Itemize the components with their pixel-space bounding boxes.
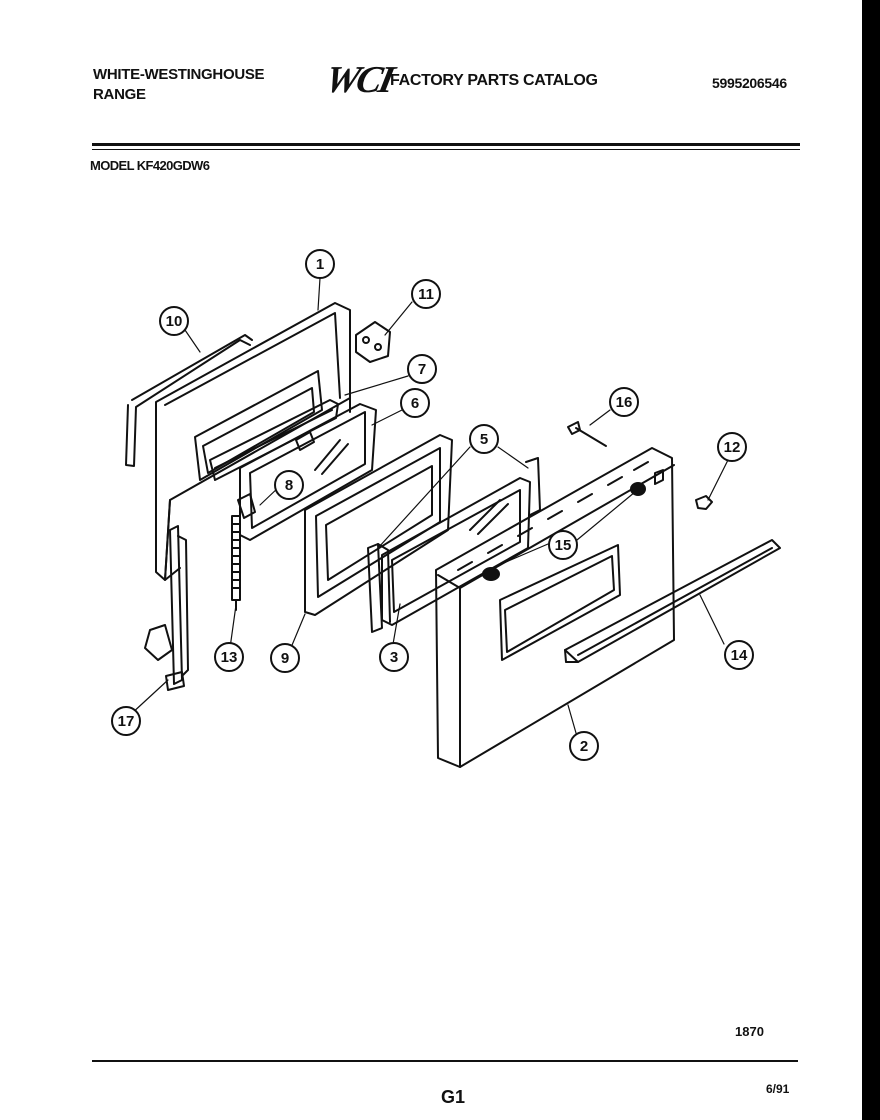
callout-12: 12 [717, 432, 747, 462]
callout-2: 2 [569, 731, 599, 761]
callout-15: 15 [548, 530, 578, 560]
svg-text:3: 3 [390, 649, 398, 666]
catalog-title: FACTORY PARTS CATALOG [390, 72, 598, 89]
part-door-hinge [144, 525, 189, 691]
part-screw [567, 421, 607, 447]
svg-text:8: 8 [285, 477, 293, 494]
callout-1: 1 [305, 249, 335, 279]
header-rule [92, 143, 800, 146]
part-door-clip [237, 431, 315, 519]
svg-text:9: 9 [281, 650, 289, 667]
product-type: RANGE [93, 86, 146, 103]
callout-3: 3 [379, 642, 409, 672]
part-door-spring [231, 515, 241, 611]
callout-10: 10 [159, 306, 189, 336]
part-inner-window-glass [239, 403, 377, 541]
svg-text:17: 17 [118, 713, 135, 730]
svg-text:2: 2 [580, 738, 588, 755]
svg-text:6: 6 [411, 395, 419, 412]
svg-text:11: 11 [418, 286, 434, 303]
callout-16: 16 [609, 387, 639, 417]
part-door-handle [564, 539, 781, 663]
svg-text:15: 15 [555, 537, 572, 554]
callout-5: 5 [469, 424, 499, 454]
svg-text:14: 14 [731, 647, 748, 664]
catalog-part-number: 5995206546 [712, 75, 787, 91]
svg-text:10: 10 [166, 313, 183, 330]
svg-text:5: 5 [480, 431, 488, 448]
part-glass-retainer [209, 399, 339, 481]
part-inner-door-liner [155, 302, 351, 581]
callout-17: 17 [111, 706, 141, 736]
part-side-trim [367, 457, 541, 633]
part-door-frame [304, 434, 453, 616]
part-outer-window-glass [381, 477, 531, 626]
svg-text:12: 12 [724, 439, 741, 456]
part-door-gasket [125, 334, 253, 467]
callout-8: 8 [274, 470, 304, 500]
page-edge-bar [862, 0, 880, 1120]
svg-text:1: 1 [316, 256, 324, 273]
page-number: G1 [441, 1087, 466, 1107]
leader-lines [129, 277, 729, 741]
part-bracket [355, 321, 391, 363]
part-door-bumpers [482, 482, 646, 581]
part-nut [695, 495, 713, 510]
callout-7: 7 [407, 354, 437, 384]
figure-number: 1870 [735, 1024, 764, 1039]
callout-9: 9 [270, 643, 300, 673]
svg-text:7: 7 [418, 361, 426, 378]
svg-text:16: 16 [616, 394, 633, 411]
publication-date: 6/91 [766, 1082, 790, 1096]
header-rule-thin [92, 149, 800, 150]
callout-13: 13 [214, 642, 244, 672]
callout-14: 14 [724, 640, 754, 670]
callout-11: 11 [411, 279, 441, 309]
footer-rule [92, 1060, 798, 1062]
svg-text:13: 13 [221, 649, 238, 666]
brand-name: WHITE-WESTINGHOUSE [93, 66, 265, 83]
model-number: MODEL KF420GDW6 [90, 158, 210, 173]
callout-6: 6 [400, 388, 430, 418]
